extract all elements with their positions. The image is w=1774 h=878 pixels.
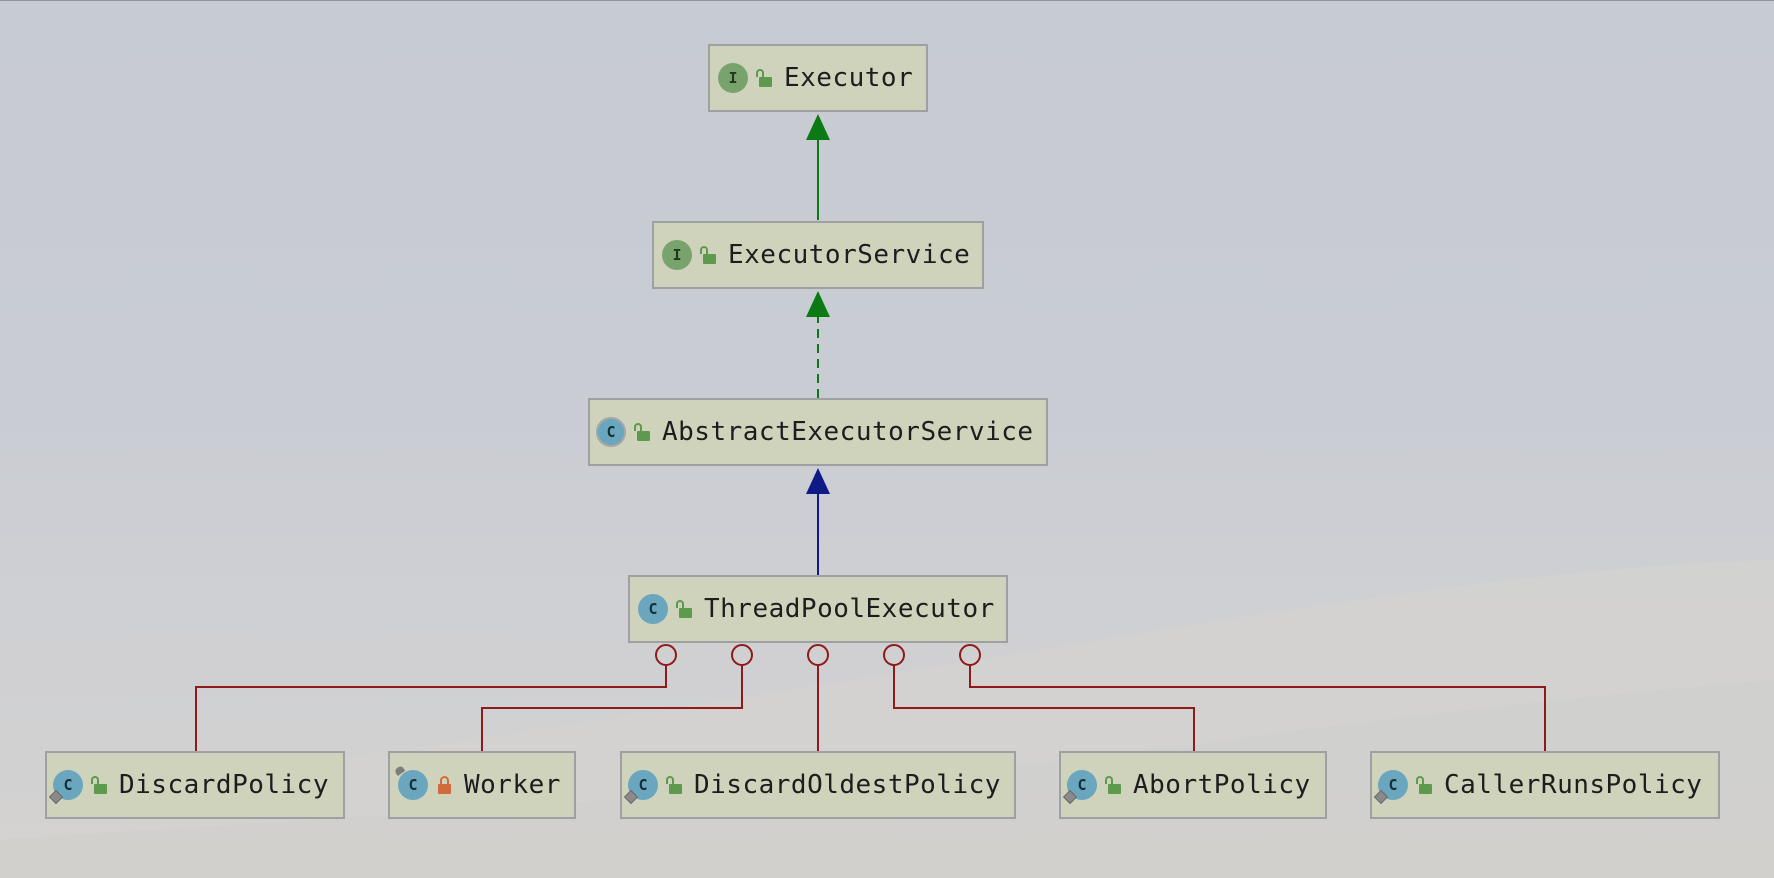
top-border xyxy=(0,0,1774,1)
static-class-icon: C xyxy=(48,770,83,805)
edge-arrowhead xyxy=(806,291,830,317)
edge-worker-inner xyxy=(481,665,743,752)
public-lock-icon xyxy=(666,776,682,794)
edge-arrowhead xyxy=(806,114,830,140)
node-executor[interactable]: I Executor xyxy=(708,44,928,112)
public-lock-icon xyxy=(756,69,772,87)
node-discardpolicy[interactable]: C DiscardPolicy xyxy=(45,751,345,819)
edge-discardpolicy-inner xyxy=(195,665,667,752)
class-letter: C xyxy=(408,776,418,794)
node-worker[interactable]: C Worker xyxy=(388,751,576,819)
edge-abortpolicy-inner xyxy=(893,665,1195,752)
class-letter: C xyxy=(1077,776,1087,794)
node-abortpolicy[interactable]: C AbortPolicy xyxy=(1059,751,1327,819)
public-lock-icon xyxy=(91,776,107,794)
node-label: ExecutorService xyxy=(728,240,971,270)
node-callerrunspolicy[interactable]: C CallerRunsPolicy xyxy=(1370,751,1720,819)
inner-class-marker xyxy=(959,644,981,666)
node-label: Executor xyxy=(784,63,914,93)
static-class-icon: C xyxy=(1062,770,1097,805)
inner-class-marker xyxy=(883,644,905,666)
class-letter: C xyxy=(63,776,73,794)
node-discardoldestpolicy[interactable]: C DiscardOldestPolicy xyxy=(620,751,1016,819)
inner-class-icon: C xyxy=(393,765,428,800)
node-threadpoolexecutor[interactable]: C ThreadPoolExecutor xyxy=(628,575,1008,643)
node-label: CallerRunsPolicy xyxy=(1444,770,1703,800)
static-class-icon: C xyxy=(623,770,658,805)
interface-icon: I xyxy=(718,63,748,93)
node-label: ThreadPoolExecutor xyxy=(704,594,995,624)
inner-class-marker xyxy=(731,644,753,666)
public-lock-icon xyxy=(1105,776,1121,794)
public-lock-icon xyxy=(700,246,716,264)
edge-arrowhead xyxy=(806,468,830,494)
class-letter: C xyxy=(1388,776,1398,794)
public-lock-icon xyxy=(1416,776,1432,794)
public-lock-icon xyxy=(676,600,692,618)
edge-callerrunspolicy-inner xyxy=(969,665,1546,752)
private-lock-icon xyxy=(436,776,452,794)
public-lock-icon xyxy=(634,423,650,441)
node-label: AbstractExecutorService xyxy=(662,417,1034,447)
node-label: Worker xyxy=(464,770,561,800)
node-abstractexecutorservice[interactable]: C AbstractExecutorService xyxy=(588,398,1048,466)
inner-class-marker xyxy=(807,644,829,666)
node-label: DiscardOldestPolicy xyxy=(694,770,1001,800)
interface-icon: I xyxy=(662,240,692,270)
node-label: AbortPolicy xyxy=(1133,770,1311,800)
inner-class-marker xyxy=(655,644,677,666)
node-label: DiscardPolicy xyxy=(119,770,329,800)
node-executorservice[interactable]: I ExecutorService xyxy=(652,221,984,289)
static-class-icon: C xyxy=(1373,770,1408,805)
abstract-class-icon: C xyxy=(596,417,626,447)
class-icon: C xyxy=(638,594,668,624)
class-letter: C xyxy=(638,776,648,794)
